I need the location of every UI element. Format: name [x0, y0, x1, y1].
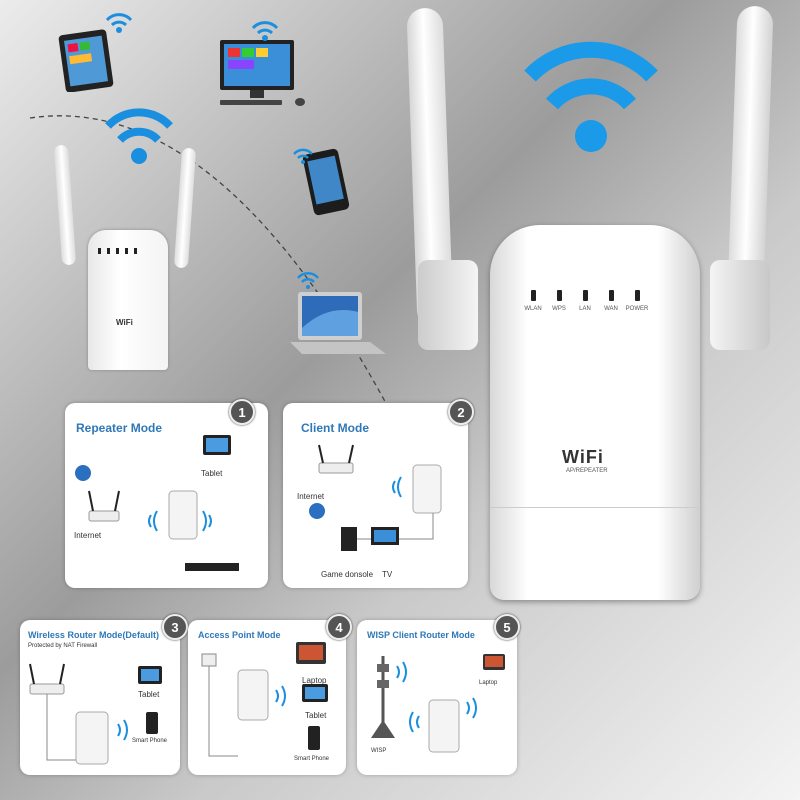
repeater-diagram	[75, 435, 239, 571]
hero-brand-sub: AP/REPEATER	[566, 468, 608, 474]
wifi-icon	[251, 21, 279, 41]
client-diagram	[309, 444, 442, 551]
antenna-base-right	[710, 260, 770, 350]
mode-number-badge: 1	[229, 399, 255, 425]
mode-subtitle: Protected by NAT Firewall	[28, 643, 98, 649]
label-tablet: Tablet	[305, 711, 327, 720]
hero-brand-label: WiFi	[562, 447, 604, 467]
label-tv: TV	[382, 570, 393, 579]
small-repeater: WiFi	[50, 100, 200, 380]
mode-panel-repeater: Repeater Mode Tablet Internet	[65, 403, 268, 588]
smartphone-device	[293, 145, 358, 222]
mode-number-badge: 3	[162, 614, 188, 640]
desktop-device	[218, 18, 318, 115]
label-laptop: Laptop	[479, 680, 498, 686]
antenna-left	[53, 144, 77, 266]
mode-panel-access-point: Access Point Mode Laptop Tablet Smart Ph…	[188, 620, 346, 775]
laptop-device	[288, 268, 398, 365]
label-tablet: Tablet	[138, 690, 160, 699]
small-brand-label: WiFi	[116, 318, 133, 327]
wifi-icon	[293, 148, 313, 164]
wifi-icon	[297, 272, 319, 289]
small-device-body: WiFi	[88, 230, 168, 370]
label-tablet: Tablet	[201, 469, 223, 478]
mode-number-badge: 5	[494, 614, 520, 640]
hero-repeater: WLAN WPS LAN WAN POWER WiFi AP/REPEATER	[400, 0, 800, 610]
wifi-signal-icon	[524, 41, 658, 152]
mode-title: Access Point Mode	[198, 630, 281, 640]
wisp-diagram	[371, 654, 505, 753]
hero-led-panel: WLAN WPS LAN WAN POWER	[520, 290, 650, 312]
wifi-signal-icon	[105, 108, 173, 164]
label-game-console: Game donsole	[321, 570, 374, 579]
wireless-router-diagram	[29, 663, 162, 765]
divider	[490, 507, 700, 508]
hero-device-body: WLAN WPS LAN WAN POWER WiFi AP/REPEATER	[490, 225, 700, 600]
led-lan: LAN	[572, 290, 598, 312]
led-wan: WAN	[598, 290, 624, 312]
smartphone-icon	[302, 148, 350, 216]
mode-panel-wisp-client: WISP Client Router Mode Laptop WISP	[357, 620, 517, 775]
antenna-right	[173, 147, 197, 269]
led-wlan: WLAN	[520, 290, 546, 312]
access-point-diagram	[201, 642, 328, 757]
mode-title: Client Mode	[301, 421, 369, 435]
mode-number-badge: 2	[448, 399, 474, 425]
label-internet: Internet	[297, 492, 325, 501]
laptop-icon	[290, 292, 386, 354]
tablet-device	[58, 13, 133, 97]
mode-title: Wireless Router Mode(Default)	[28, 630, 159, 640]
label-wisp: WISP	[371, 748, 387, 754]
mode-title: WISP Client Router Mode	[367, 630, 475, 640]
label-smart-phone: Smart Phone	[132, 738, 168, 744]
antenna-base-left	[418, 260, 478, 350]
mode-number-badge: 4	[326, 614, 352, 640]
desktop-monitor-icon	[220, 40, 305, 106]
led-wps: WPS	[546, 290, 572, 312]
mode-panel-wireless-router: Wireless Router Mode(Default) Protected …	[20, 620, 180, 775]
label-smart-phone: Smart Phone	[294, 756, 330, 762]
label-internet: Internet	[74, 531, 102, 540]
mode-panel-client: Client Mode Internet Game donsole TV	[283, 403, 468, 588]
led-power: POWER	[624, 290, 650, 312]
wifi-icon	[105, 13, 133, 33]
mode-title: Repeater Mode	[76, 421, 163, 435]
small-led-row	[98, 248, 137, 254]
label-laptop: Laptop	[302, 676, 327, 685]
tablet-icon	[58, 29, 114, 93]
